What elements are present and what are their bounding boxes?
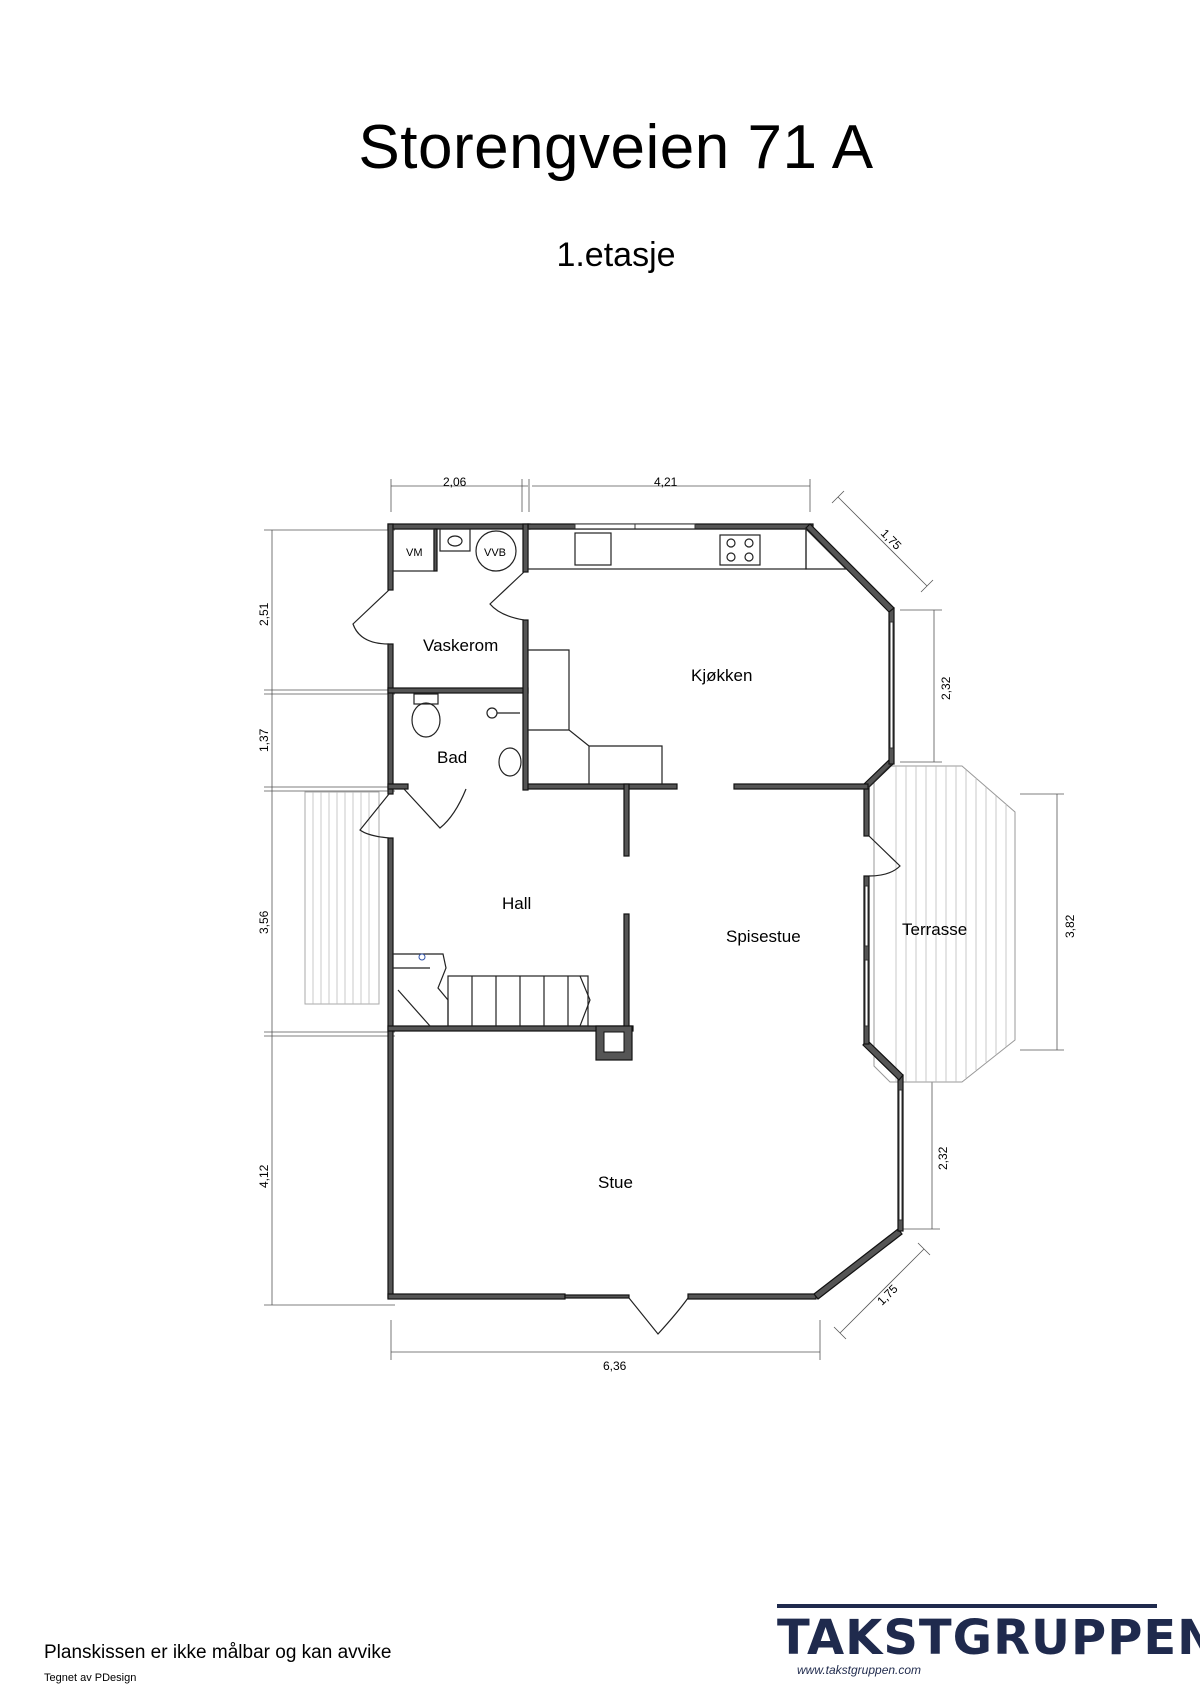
disclaimer-text: Planskissen er ikke målbar og kan avvike	[44, 1642, 392, 1663]
dim-terrace: 3,82	[1063, 914, 1077, 938]
dim-top-right: 4,21	[654, 475, 678, 489]
dim-right-lower: 2,32	[936, 1146, 950, 1170]
room-label-kjokken: Kjøkken	[691, 666, 752, 685]
dim-diag-top: 1,75	[878, 526, 905, 553]
windows	[574, 523, 903, 1221]
page-title: Storengveien 71 A	[358, 113, 874, 182]
fixture-label-vvb: VVB	[484, 547, 506, 559]
floor-subtitle: 1.etasje	[556, 236, 676, 274]
takstgruppen-logo: TAKSTGRUPPEN www.takstgruppen.com	[777, 1604, 1200, 1677]
room-label-terrasse: Terrasse	[902, 920, 967, 939]
doors	[352, 571, 901, 1335]
dim-bottom: 6,36	[603, 1359, 627, 1373]
logo-bar	[777, 1604, 1157, 1608]
logo-url: www.takstgruppen.com	[797, 1663, 922, 1677]
terrace-deck	[873, 765, 1016, 1083]
dim-left-4: 4,12	[257, 1164, 271, 1188]
sink-icon	[498, 747, 522, 777]
fixture-label-vm: VM	[406, 547, 423, 559]
bath-fixtures	[392, 528, 522, 777]
dim-left-2: 1,37	[257, 728, 271, 752]
kitchen-fixtures	[527, 527, 848, 784]
room-label-spisestue: Spisestue	[726, 927, 801, 946]
room-label-hall: Hall	[502, 894, 531, 913]
dim-left-3: 3,56	[257, 910, 271, 934]
credit-text: Tegnet av PDesign	[44, 1672, 137, 1684]
dim-diag-bottom: 1,75	[874, 1281, 901, 1308]
staircase	[393, 953, 591, 1027]
logo-wordmark: TAKSTGRUPPEN	[777, 1610, 1200, 1666]
room-label-vaskerom: Vaskerom	[423, 636, 498, 655]
water-heater-icon	[475, 530, 517, 572]
sink-icon	[574, 532, 612, 566]
washbasin-icon	[439, 528, 471, 552]
dim-right-upper: 2,32	[939, 676, 953, 700]
room-label-stue: Stue	[598, 1173, 633, 1192]
toilet-icon	[411, 702, 441, 738]
dim-top-left: 2,06	[443, 475, 467, 489]
room-labels: Vaskerom Bad Kjøkken Hall Spisestue Terr…	[406, 547, 967, 1192]
entrance-steps	[304, 791, 380, 1005]
dim-left-1: 2,51	[257, 602, 271, 626]
washing-machine-icon	[392, 528, 435, 572]
stove-icon	[719, 534, 761, 566]
room-label-bad: Bad	[437, 748, 467, 767]
